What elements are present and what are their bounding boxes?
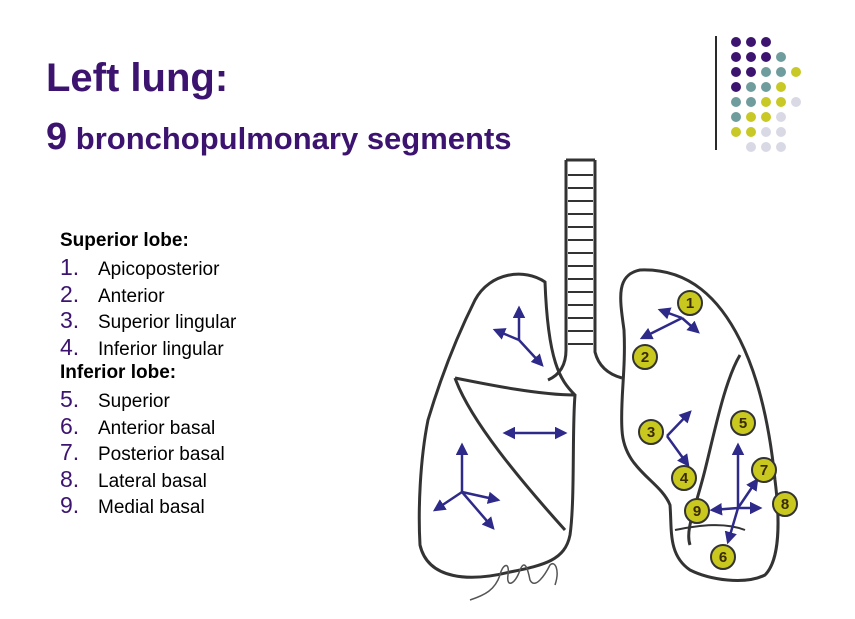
slide-title: Left lung: bbox=[46, 56, 229, 100]
superior-lobe-heading: Superior lobe: bbox=[60, 230, 189, 251]
decor-dot bbox=[761, 67, 771, 77]
legend-item: 3. Superior lingular bbox=[60, 307, 360, 334]
right-lung-fissure bbox=[453, 377, 567, 532]
legend-item: 4. Inferior lingular bbox=[60, 334, 360, 361]
left-lung-fissure bbox=[674, 524, 746, 531]
svg-text:2: 2 bbox=[641, 349, 649, 366]
svg-text:3: 3 bbox=[647, 424, 655, 441]
segment-badges: 1 2 3 4 5 6 7 8 9 bbox=[632, 290, 798, 570]
decor-dot bbox=[776, 67, 786, 77]
legend-label: Posterior basal bbox=[98, 444, 225, 465]
artist-signature bbox=[469, 563, 558, 601]
legend-number: 9. bbox=[60, 492, 80, 518]
decor-dot bbox=[746, 127, 756, 137]
legend-number: 7. bbox=[60, 439, 80, 465]
trachea bbox=[547, 158, 623, 382]
decor-dot bbox=[761, 142, 771, 152]
segment-badge-8: 8 bbox=[772, 491, 798, 517]
decor-dot bbox=[746, 37, 756, 47]
segment-badge-6: 6 bbox=[710, 544, 736, 570]
legend-label: Medial basal bbox=[98, 497, 205, 518]
right-lung-fissure bbox=[454, 376, 576, 397]
decor-dot bbox=[761, 127, 771, 137]
legend-label: Inferior lingular bbox=[98, 338, 224, 360]
legend-item: 9. Medial basal bbox=[60, 492, 360, 519]
decor-dot bbox=[791, 97, 801, 107]
decor-dot bbox=[791, 67, 801, 77]
legend-number: 3. bbox=[60, 307, 80, 333]
decor-dot bbox=[731, 37, 741, 47]
decor-dot bbox=[776, 142, 786, 152]
decor-dot bbox=[776, 127, 786, 137]
segment-badge-7: 7 bbox=[751, 457, 777, 483]
decor-dot bbox=[731, 52, 741, 62]
svg-text:5: 5 bbox=[739, 415, 747, 432]
legend-label: Anterior basal bbox=[98, 417, 216, 439]
decor-dot bbox=[776, 97, 786, 107]
decor-dot bbox=[731, 127, 741, 137]
decor-dot bbox=[731, 112, 741, 122]
segment-badge-1: 1 bbox=[677, 290, 703, 316]
decor-dot bbox=[761, 37, 771, 47]
decor-dot bbox=[731, 97, 741, 107]
lung-diagram: 1 2 3 4 5 6 7 8 9 bbox=[417, 158, 798, 601]
legend-number: 1. bbox=[60, 254, 80, 280]
svg-text:8: 8 bbox=[781, 496, 789, 513]
decor-dot bbox=[761, 52, 771, 62]
decor-dot bbox=[776, 112, 786, 122]
legend-item: 6. Anterior basal bbox=[60, 413, 360, 440]
segment-badge-9: 9 bbox=[684, 498, 710, 524]
decor-dot bbox=[761, 97, 771, 107]
decor-dot bbox=[776, 82, 786, 92]
segment-badge-5: 5 bbox=[730, 410, 756, 436]
legend-number: 2. bbox=[60, 280, 80, 307]
legend-number: 6. bbox=[60, 412, 80, 439]
decor-dot bbox=[746, 112, 756, 122]
legend-item: 5. Superior bbox=[60, 386, 360, 413]
decor-dot bbox=[746, 82, 756, 92]
legend-item: 8. Lateral basal bbox=[60, 466, 360, 493]
decor-dot bbox=[731, 67, 741, 77]
decor-dot bbox=[746, 97, 756, 107]
segment-arrows bbox=[432, 305, 763, 545]
legend-item: 1. Apicoposterior bbox=[60, 254, 360, 281]
legend-label: Apicoposterior bbox=[98, 259, 220, 280]
svg-text:4: 4 bbox=[680, 470, 689, 487]
decor-dot bbox=[731, 82, 741, 92]
legend-label: Superior bbox=[98, 391, 170, 412]
decor-dot bbox=[761, 112, 771, 122]
subtitle-number: 9 bbox=[46, 118, 68, 158]
segment-badge-2: 2 bbox=[632, 344, 658, 370]
inferior-lobe-heading: Inferior lobe: bbox=[60, 362, 177, 383]
decor-divider-line bbox=[715, 36, 717, 150]
svg-text:1: 1 bbox=[686, 295, 694, 312]
legend-number: 4. bbox=[60, 333, 80, 360]
legend-number: 5. bbox=[60, 386, 80, 412]
subtitle-text: bronchopulmonary segments bbox=[67, 121, 512, 156]
segment-badge-4: 4 bbox=[671, 465, 697, 491]
legend-number: 8. bbox=[60, 465, 80, 492]
legend-item: 7. Posterior basal bbox=[60, 439, 360, 466]
decor-dot bbox=[776, 52, 786, 62]
svg-text:6: 6 bbox=[719, 549, 727, 566]
decor-dot bbox=[746, 52, 756, 62]
svg-text:9: 9 bbox=[693, 503, 701, 520]
segment-badge-3: 3 bbox=[638, 419, 664, 445]
legend-label: Anterior bbox=[98, 285, 165, 307]
legend-label: Lateral basal bbox=[98, 470, 207, 492]
left-lung-outline bbox=[619, 268, 780, 582]
decor-dot bbox=[761, 82, 771, 92]
svg-text:7: 7 bbox=[760, 462, 768, 479]
segment-legend: Superior lobe: 1. Apicoposterior 2. Anteri… bbox=[60, 228, 360, 519]
slide-subtitle: 9 bronchopulmonary segments bbox=[46, 118, 512, 160]
right-lung-outline bbox=[417, 272, 577, 579]
decor-dot bbox=[746, 142, 756, 152]
legend-item: 2. Anterior bbox=[60, 281, 360, 308]
legend-label: Superior lingular bbox=[98, 312, 237, 333]
decor-dot bbox=[746, 67, 756, 77]
